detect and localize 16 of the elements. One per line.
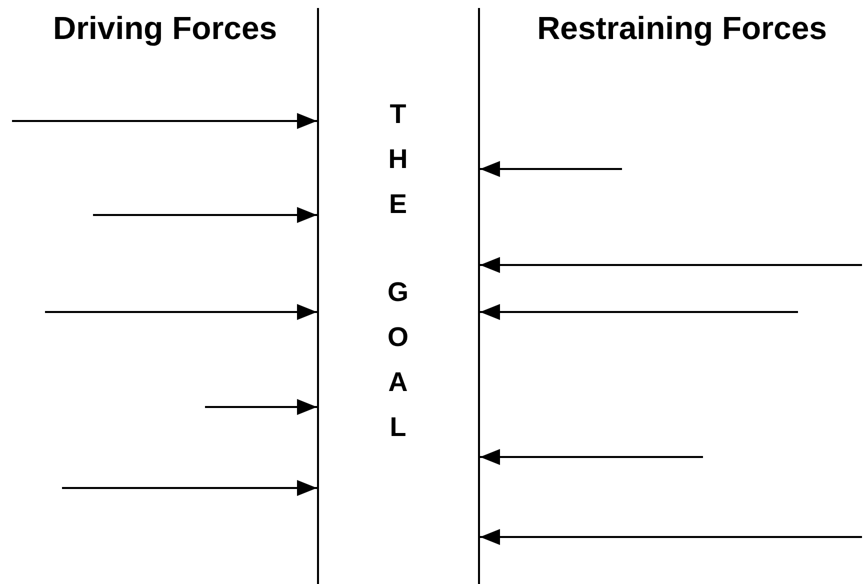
force-arrow	[45, 304, 317, 320]
force-arrow	[480, 161, 622, 177]
force-arrow	[480, 304, 798, 320]
force-arrow	[62, 480, 317, 496]
boundary-line	[317, 8, 319, 584]
force-arrow	[480, 449, 703, 465]
force-arrow	[205, 399, 317, 415]
force-arrow	[12, 113, 317, 129]
boundary-line	[478, 8, 480, 584]
column-heading: Restraining Forces	[537, 9, 827, 48]
force-arrow	[480, 529, 862, 545]
force-arrow	[480, 257, 862, 273]
column-heading: Driving Forces	[52, 9, 278, 48]
goal-text: THE	[387, 98, 409, 221]
goal-text: GOAL	[386, 276, 410, 444]
force-arrow	[93, 207, 317, 223]
